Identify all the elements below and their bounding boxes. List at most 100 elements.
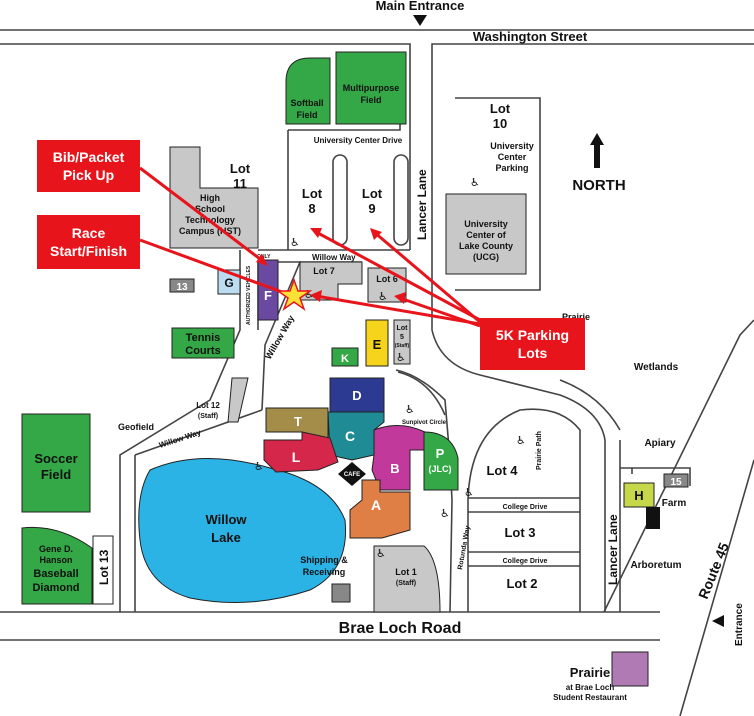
building-p-label-2: (JLC) [429, 464, 452, 474]
accessible-icon: ♿ [254, 460, 264, 473]
prairie-path-label: Prairie Path [536, 431, 543, 470]
lot13-side-box [92, 535, 114, 605]
parking-callout-line-1: 5K Parking [495, 327, 570, 343]
accessible-icon: ♿ [304, 288, 314, 301]
accessible-icon: ♿ [290, 236, 300, 249]
rotunda-way-label: Rotunda Way [457, 525, 472, 570]
building-b-label: B [390, 461, 399, 476]
building-a[interactable] [349, 479, 411, 539]
lot11-label-1: Lot [230, 161, 251, 176]
building-e[interactable] [365, 319, 389, 367]
washington-street-south-edge-west [0, 43, 411, 124]
lot12-label-1: Lot 12 [196, 401, 220, 410]
arboretum-label: Arboretum [630, 560, 681, 571]
cafe-label: CAFE [344, 472, 360, 478]
lot5-label-2: 5 [400, 334, 404, 341]
prairie-restaurant-building[interactable] [611, 651, 649, 687]
lot5-label-1: Lot [397, 325, 409, 332]
building-l-label: L [292, 449, 301, 465]
accessible-icon: ♿ [464, 486, 474, 499]
sunpivot-circle-label: Sunpivot Circle [402, 420, 447, 426]
lot10-sub-2: Center [498, 152, 527, 162]
lot10-outline [455, 97, 541, 291]
roads [0, 29, 754, 716]
parking-arrowhead-lot7-icon [310, 290, 322, 302]
lot13-side-label: Lot 13 [97, 549, 111, 585]
lot10-label-1: Lot [490, 101, 511, 116]
hst-building [169, 146, 259, 249]
building-h-label: H [634, 488, 643, 503]
lot11-label-2: 11 [233, 176, 247, 191]
parking-callout-line-2: Lots [517, 345, 548, 361]
building-d-label: D [352, 388, 361, 403]
prairie-label: Prairie [562, 312, 590, 322]
authorized-vehicles-label: AUTHORIZED VEHICLES [246, 265, 252, 325]
prairie-restaurant-label-2: at Brae Loch [566, 683, 615, 692]
parking-arrow-lot9 [373, 230, 481, 324]
soccer-label-2: Field [41, 467, 71, 482]
hst-label-4: Campus (HST) [179, 226, 241, 236]
washington-street-label: Washington Street [473, 29, 588, 44]
building-t-label: T [294, 414, 302, 429]
soccer-label-1: Soccer [34, 451, 77, 466]
accessible-icon: ♿ [470, 176, 480, 189]
lot1-area [373, 545, 441, 613]
softball-label-2: Field [296, 110, 317, 120]
5k-parking-callout[interactable]: 5K Parking Lots [480, 318, 585, 370]
shipping-label-1: Shipping & [300, 555, 348, 565]
prairie-restaurant-label-3: Student Restaurant [553, 693, 627, 702]
multipurpose-label-2: Field [360, 95, 381, 105]
ucg-label-2: Center of [466, 230, 507, 240]
lot13-badge [169, 278, 195, 293]
accessible-icon: ♿ [516, 434, 526, 447]
building-k-label: K [341, 353, 349, 365]
race-callout-line-2: Start/Finish [49, 243, 127, 259]
willow-lake-label-1: Willow [205, 512, 247, 527]
bib-callout-line-1: Bib/Packet [52, 149, 125, 165]
building-k[interactable] [331, 347, 359, 367]
bib-arrow-line [139, 166, 265, 264]
lot9-label-1: Lot [362, 186, 383, 201]
building-g-label: G [224, 276, 233, 290]
tennis-label-1: Tennis [186, 332, 221, 344]
cafe-marker[interactable] [338, 462, 366, 486]
lot2-label: Lot 2 [506, 576, 537, 591]
lot8-label-1: Lot [302, 186, 323, 201]
apiary-label: Apiary [644, 438, 676, 449]
lancer-lane-bottom-label: Lancer Lane [606, 514, 620, 585]
willow-way-top-label: Willow Way [312, 253, 356, 262]
lancer-lane-curve [559, 379, 621, 431]
hst-label-1: High [200, 193, 220, 203]
lot9-label-2: 9 [368, 201, 375, 216]
baseball-label-3: Baseball [33, 568, 78, 580]
bib-packet-callout[interactable]: Bib/Packet Pick Up [37, 140, 140, 192]
shipping-building [331, 583, 351, 603]
brae-loch-road-label: Brae Loch Road [339, 620, 462, 637]
parking-arrowhead-lot6-icon [394, 292, 406, 304]
race-callout-line-1: Race [71, 225, 106, 241]
entrance-label: Entrance [734, 603, 745, 646]
accessible-icon: ♿ [376, 547, 386, 560]
lot4-label: Lot 4 [486, 463, 518, 478]
building-p-label-1: P [436, 446, 445, 461]
baseball-label-1: Gene D. [39, 544, 73, 554]
race-start-finish-callout[interactable]: Race Start/Finish [37, 215, 140, 269]
lancer-lane-top-label: Lancer Lane [415, 169, 429, 240]
farm-road [620, 467, 691, 486]
building-l[interactable] [263, 431, 339, 473]
accessible-icon: ♿ [440, 507, 450, 520]
building-h[interactable] [623, 482, 655, 508]
lot12-label-2: (Staff) [198, 413, 218, 420]
route45-west-edge [679, 459, 754, 716]
north-label: NORTH [572, 177, 625, 194]
hst-label-2: School [195, 204, 225, 214]
lot12-area [227, 377, 249, 423]
lot1-label-1: Lot 1 [395, 567, 417, 577]
only-label: ONLY [257, 254, 271, 260]
shipping-label-2: Receiving [303, 567, 346, 577]
tennis-label-2: Courts [185, 345, 220, 357]
building-p-jlc[interactable] [423, 431, 459, 491]
building-a-label: A [371, 497, 381, 513]
race-start-star-icon[interactable] [275, 277, 313, 311]
lancer-lane-east-edge [431, 124, 606, 612]
